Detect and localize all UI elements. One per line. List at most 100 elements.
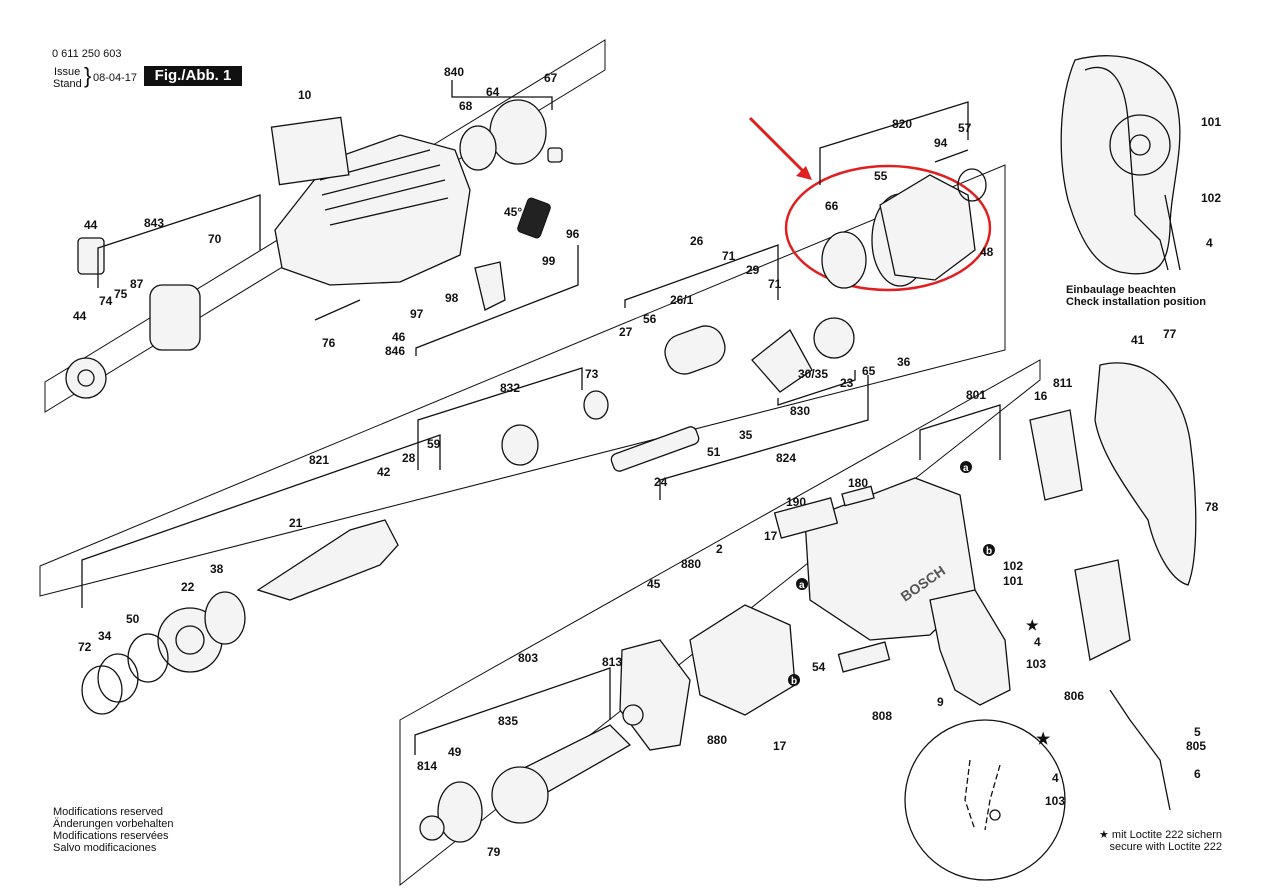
label-820: 820 (892, 117, 912, 131)
bracket-846 (415, 245, 579, 356)
bracket-lines (81, 80, 1001, 755)
label-832: 832 (500, 381, 520, 395)
label-4b: 4 (1034, 635, 1041, 649)
modifications-es: Salvo modificaciones (53, 842, 157, 854)
locking-sleeve (149, 284, 201, 351)
marker-b-2: b (791, 676, 797, 687)
loctite-de: ★ mit Loctite 222 sichern (1099, 829, 1222, 841)
label-846: 846 (385, 344, 405, 358)
bracket-26 (624, 244, 779, 308)
marker-a-1-circle (960, 461, 972, 473)
label-840: 840 (444, 65, 464, 79)
label-21: 21 (289, 516, 303, 530)
ring-73 (583, 390, 609, 420)
installation-note: Einbaulage beachten Check installation p… (1066, 284, 1206, 308)
bracket-801 (919, 404, 1001, 460)
label-54: 54 (812, 660, 826, 674)
label-71b: 71 (768, 277, 782, 291)
piston-24 (610, 426, 700, 472)
label-806: 806 (1064, 689, 1084, 703)
label-78: 78 (1205, 500, 1219, 514)
label-102b: 102 (1003, 559, 1023, 573)
label-73: 73 (585, 367, 599, 381)
label-101b: 101 (1003, 574, 1023, 588)
gear-housing-group (65, 99, 563, 399)
bracket-832 (417, 367, 583, 470)
loctite-note: ★ mit Loctite 222 sichern secure with Lo… (1088, 829, 1222, 853)
modifications-fr: Modifications reservées (53, 830, 169, 842)
label-190 (773, 497, 839, 539)
label-803: 803 (518, 651, 538, 665)
middle-row-parts (81, 317, 855, 715)
label-824: 824 (776, 451, 796, 465)
screw-76 (314, 299, 361, 321)
switch-inset-wire-2 (984, 764, 1001, 831)
label-42: 42 (377, 465, 391, 479)
highlight-circle (784, 164, 992, 292)
marker-b-1-circle (983, 544, 995, 556)
bracket-803 (414, 667, 611, 755)
label-67: 67 (544, 71, 558, 85)
motor-housing-group (773, 362, 1197, 811)
label-813: 813 (602, 655, 622, 669)
label-30-35: 30/35 (798, 367, 828, 381)
label-801: 801 (966, 388, 986, 402)
gear-23 (813, 317, 855, 359)
wobble-shaft-830 (751, 329, 813, 393)
housing-ribs (319, 149, 449, 226)
label-814: 814 (417, 759, 437, 773)
label-74: 74 (99, 294, 113, 308)
piston-27 (664, 325, 726, 375)
brace: } (84, 63, 92, 88)
label-55: 55 (874, 169, 888, 183)
label-75: 75 (114, 287, 128, 301)
label-830: 830 (790, 404, 810, 418)
bracket-840 (451, 80, 553, 110)
handle-wiring-inset (1060, 55, 1181, 275)
ring-72 (81, 665, 123, 715)
label-843: 843 (144, 216, 164, 230)
switch-4 (1074, 559, 1131, 661)
label-26-1: 26/1 (670, 293, 694, 307)
switch-811 (1029, 409, 1083, 501)
nut-44-inner (77, 369, 95, 387)
bracket-820 (819, 101, 969, 185)
label-103a: 103 (1026, 657, 1046, 671)
highlight-annotation (748, 116, 992, 292)
stator-2 (689, 604, 796, 716)
lever-98-99 (474, 261, 506, 311)
label-45deg: 45° (504, 205, 522, 219)
label-26: 26 (690, 234, 704, 248)
grip-ring-44 (77, 237, 105, 275)
label-34: 34 (98, 629, 112, 643)
bearing-flange-group-820 (821, 149, 987, 289)
label-68: 68 (459, 99, 473, 113)
label-66: 66 (825, 199, 839, 213)
modifications-de: Änderungen vorbehalten (53, 818, 174, 830)
highlight-arrow (748, 116, 810, 178)
ring-66 (821, 231, 867, 289)
label-96: 96 (566, 227, 580, 241)
switch-core (1129, 134, 1151, 156)
label-808: 808 (872, 709, 892, 723)
flange-820 (879, 174, 976, 281)
star-marker-inset: ★ (1036, 731, 1051, 748)
bracket-824 (659, 375, 869, 500)
label-835: 835 (498, 714, 518, 728)
label-180: 180 (848, 476, 868, 490)
seal-57 (957, 168, 987, 202)
gear-22-hub (175, 625, 205, 655)
stand-label: Stand (53, 78, 82, 90)
bearing-49 (437, 781, 483, 843)
label-805: 805 (1186, 739, 1206, 753)
lower-row-parts (419, 604, 796, 843)
marker-a-2-circle (796, 578, 808, 590)
highlight-arrowhead (796, 166, 812, 180)
marker-b-2-circle (788, 674, 800, 686)
label-10: 10 (298, 88, 312, 102)
label-17b: 17 (773, 739, 787, 753)
label-16: 16 (1034, 389, 1048, 403)
label-102a: 102 (1201, 191, 1221, 205)
fan-835 (491, 766, 549, 824)
